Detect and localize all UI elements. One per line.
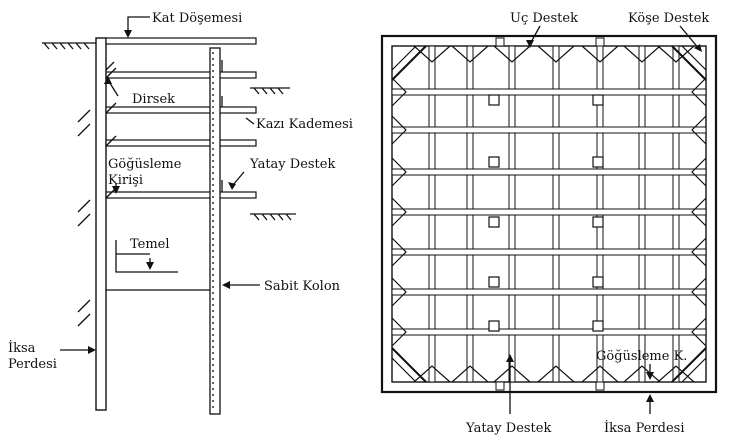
- label-uc-destek: Uç Destek: [510, 11, 578, 26]
- end-brace-bottom: [537, 365, 575, 383]
- end-brace-right: [691, 237, 707, 267]
- end-brace-left: [391, 157, 407, 187]
- horizontal-strut: [391, 88, 707, 96]
- end-brace-top: [581, 45, 619, 63]
- label-yatay-destek-section: Yatay Destek: [249, 157, 335, 172]
- section-view: Kat Döşemesi Dirsek Kazı Kademesi Göğüsl…: [8, 11, 353, 415]
- end-brace-right: [691, 115, 707, 145]
- label-kose-destek: Köşe Destek: [628, 11, 709, 26]
- label-kat-dosemesi: Kat Döşemesi: [152, 11, 242, 26]
- wall-marker-bottom: [595, 381, 605, 391]
- label-sabit-kolon: Sabit Kolon: [264, 279, 341, 294]
- horizontal-strut: [391, 208, 707, 216]
- label-kazi-kademesi: Kazı Kademesi: [256, 117, 353, 132]
- corner-brace-inner: [391, 45, 417, 71]
- corner-brace: [391, 347, 427, 383]
- column-square: [592, 94, 604, 106]
- horizontal-strut: [391, 328, 707, 336]
- column-square: [592, 276, 604, 288]
- end-brace-right: [691, 317, 707, 347]
- excavation-steps: [250, 87, 296, 221]
- horizontal-strut: [391, 168, 707, 176]
- wall-soil-hatch: [77, 109, 91, 327]
- end-brace-bottom: [493, 365, 531, 383]
- kat-dosemesi-arrow: [127, 16, 150, 36]
- label-temel: Temel: [130, 237, 170, 252]
- column-square: [488, 276, 500, 288]
- wall-marker-top: [495, 37, 505, 47]
- end-brace-top: [451, 45, 489, 63]
- horizontal-strut: [391, 288, 707, 296]
- end-brace-left: [391, 115, 407, 145]
- label-gogusleme-k: Göğüsleme K.: [596, 349, 687, 364]
- retaining-wall: [95, 37, 107, 411]
- fixed-column: [209, 47, 221, 415]
- corner-brace: [671, 45, 707, 81]
- label-gogusleme-2: Kirişi: [108, 173, 143, 188]
- label-dirsek: Dirsek: [132, 92, 175, 107]
- horizontal-strut: [391, 248, 707, 256]
- label-iksa-2: Perdesi: [8, 357, 57, 372]
- column-square: [488, 320, 500, 332]
- plan-outer-wall: [380, 34, 718, 394]
- wall-marker-bottom: [495, 381, 505, 391]
- end-brace-left: [391, 197, 407, 227]
- end-brace-right: [691, 77, 707, 107]
- corner-brace: [671, 347, 707, 383]
- ground-surface: [42, 42, 96, 50]
- end-brace-bottom: [451, 365, 489, 383]
- end-brace-top: [493, 45, 531, 63]
- end-brace-left: [391, 237, 407, 267]
- end-brace-left: [391, 317, 407, 347]
- column-square: [592, 320, 604, 332]
- end-brace-right: [691, 197, 707, 227]
- label-iksa-1: İksa: [8, 339, 36, 356]
- column-square: [488, 216, 500, 228]
- corner-brace: [391, 45, 427, 81]
- strut-level-3: [105, 135, 257, 147]
- corner-brace-inner: [681, 357, 707, 383]
- plan-view: Uç Destek Köşe Destek Göğüsleme K. Yatay…: [380, 11, 718, 436]
- label-gogusleme-1: Göğüsleme: [108, 157, 182, 172]
- label-iksa-perdesi-plan: İksa Perdesi: [604, 419, 684, 436]
- floor-slab: [105, 37, 257, 45]
- corner-brace-inner: [681, 45, 707, 71]
- end-brace-bottom: [623, 365, 661, 383]
- corner-brace-inner: [391, 357, 417, 383]
- foundation: [115, 240, 178, 273]
- kose-destek-arrow: [679, 25, 701, 51]
- end-brace-left: [391, 277, 407, 307]
- end-brace-top: [537, 45, 575, 63]
- kazi-kademesi-arrow: [245, 117, 255, 125]
- horizontal-strut: [391, 126, 707, 134]
- column-square: [488, 156, 500, 168]
- end-brace-right: [691, 277, 707, 307]
- column-square: [592, 156, 604, 168]
- end-brace-right: [691, 157, 707, 187]
- end-brace-bottom: [581, 365, 619, 383]
- end-brace-left: [391, 77, 407, 107]
- strut-level-1: [105, 60, 257, 79]
- column-square: [488, 94, 500, 106]
- label-yatay-destek-plan: Yatay Destek: [465, 421, 551, 436]
- end-brace-top: [623, 45, 661, 63]
- strut-level-2: [105, 96, 257, 114]
- wall-marker-top: [595, 37, 605, 47]
- plan-strut-grid: [391, 37, 707, 391]
- column-square: [592, 216, 604, 228]
